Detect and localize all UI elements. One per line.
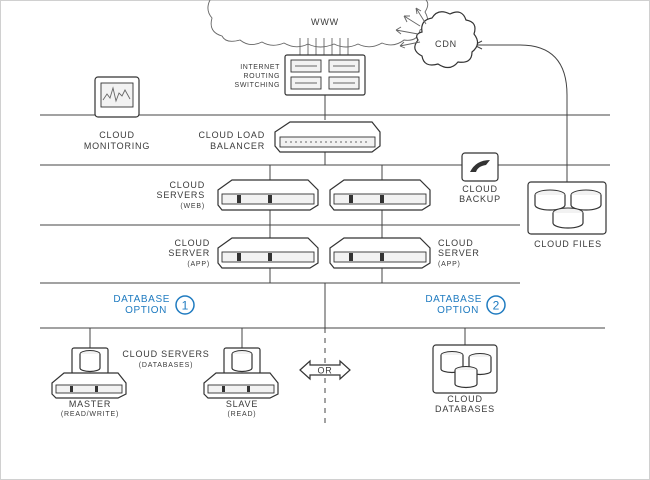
- db-option-2-label-1: DATABASE: [425, 294, 482, 305]
- routing-label-1: INTERNET: [240, 64, 280, 71]
- db-option-2-number: 2: [493, 299, 500, 313]
- routing-switch: INTERNET ROUTING SWITCHING: [235, 54, 366, 96]
- cdn-arrows: [395, 7, 427, 49]
- app-right-label-3: (APP): [438, 261, 461, 268]
- db-option-2: DATABASE OPTION 2: [425, 294, 506, 316]
- cloud-monitoring: CLOUD MONITORING: [84, 76, 150, 151]
- clouddb-cylinders: [440, 351, 492, 389]
- slave-sublabel: (READ): [228, 411, 257, 418]
- app-left-label-1: CLOUD: [174, 238, 210, 248]
- files-disks: [534, 189, 602, 229]
- web-servers: CLOUD SERVERS (WEB): [157, 179, 431, 211]
- lb-label-2: BALANCER: [210, 141, 265, 151]
- backup-box: [461, 152, 499, 182]
- app-left-label-2: SERVER: [168, 248, 210, 258]
- cdn-cloud: CDN: [395, 7, 479, 69]
- slave-db-server: SLAVE (READ): [203, 347, 279, 418]
- monitoring-label-2: MONITORING: [84, 141, 150, 151]
- web-label-2: SERVERS: [157, 190, 205, 200]
- monitoring-label-1: CLOUD: [99, 130, 135, 140]
- www-links: [299, 38, 349, 57]
- load-balancer: CLOUD LOAD BALANCER: [198, 121, 381, 153]
- db-servers-sublabel: (DATABASES): [139, 362, 193, 369]
- lb-front-panel: [279, 136, 376, 148]
- app-right-label-1: CLOUD: [438, 238, 474, 248]
- web-label-1: CLOUD: [169, 180, 205, 190]
- master-db-server: MASTER (READ/WRITE): [51, 347, 127, 418]
- www-cloud: WWW: [207, 0, 429, 57]
- master-sublabel: (READ/WRITE): [61, 411, 119, 418]
- clouddb-label-2: DATABASES: [435, 404, 495, 414]
- web-label-3: (WEB): [180, 203, 205, 210]
- clouddb-label-1: CLOUD: [447, 394, 483, 404]
- monitor-graph-icon: [102, 86, 131, 103]
- cdn-cloud-outline: [414, 11, 479, 69]
- web-server-right: [329, 179, 431, 211]
- backup-label-1: CLOUD: [462, 184, 498, 194]
- files-cdn-path: [476, 44, 568, 96]
- routing-label-2: ROUTING: [244, 73, 280, 80]
- db-option-1-badge: [175, 295, 195, 315]
- cloud-backup: CLOUD BACKUP: [459, 152, 501, 204]
- www-cloud-outline: [207, 0, 429, 48]
- lb-label-1: CLOUD LOAD: [198, 130, 265, 140]
- routing-label-3: SWITCHING: [235, 82, 280, 89]
- db-option-1-number: 1: [182, 299, 189, 313]
- backup-label-2: BACKUP: [459, 194, 501, 204]
- app-server-right: [329, 237, 431, 269]
- web-server-left: [217, 179, 319, 211]
- db-option-2-badge: [486, 295, 506, 315]
- files-label: CLOUD FILES: [534, 239, 602, 249]
- www-label: WWW: [311, 17, 339, 27]
- app-servers: CLOUD SERVER (APP) CLOUD SERVER (APP): [168, 237, 480, 269]
- db-option-1-label-1: DATABASE: [113, 294, 170, 305]
- or-marker: OR: [299, 359, 351, 381]
- or-label: OR: [317, 366, 332, 376]
- db-servers-label: CLOUD SERVERS: [122, 349, 209, 359]
- db-option-1-label-2: OPTION: [125, 305, 167, 316]
- or-double-arrow: [299, 359, 351, 381]
- db-option-1: DATABASE OPTION 1: [113, 294, 195, 316]
- cloud-files: CLOUD FILES: [527, 181, 607, 249]
- backup-icon: [470, 160, 490, 172]
- master-label: MASTER: [69, 399, 111, 409]
- app-right-label-2: SERVER: [438, 248, 480, 258]
- db-option-2-label-2: OPTION: [437, 305, 479, 316]
- app-server-left: [217, 237, 319, 269]
- cdn-label: CDN: [435, 39, 457, 49]
- app-left-label-3: (APP): [187, 261, 210, 268]
- slave-label: SLAVE: [226, 399, 258, 409]
- cloud-databases: CLOUD DATABASES: [432, 344, 498, 414]
